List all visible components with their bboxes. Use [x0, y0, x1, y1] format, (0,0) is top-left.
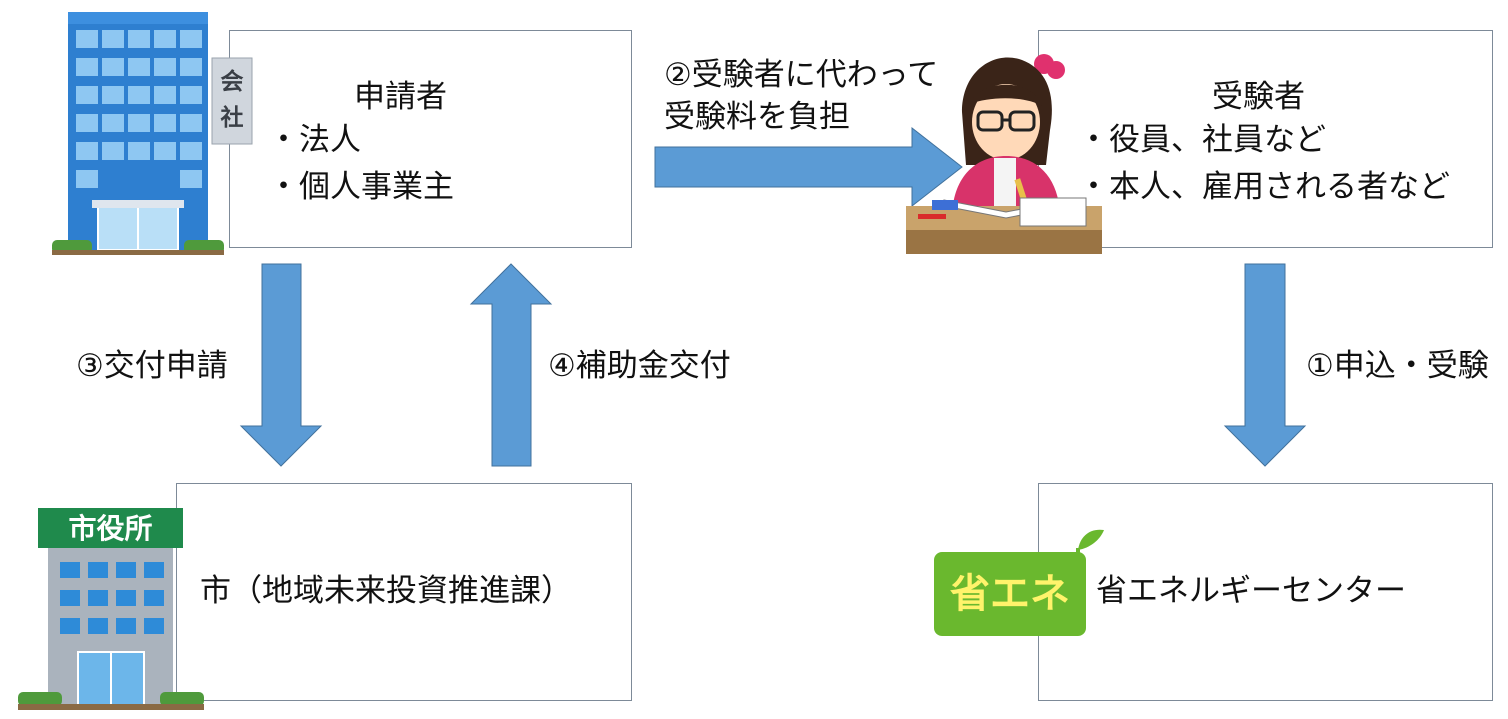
- energy-saving-logo-text: 省エネ: [950, 571, 1070, 617]
- examinee-box: [1038, 30, 1493, 248]
- center-label: 省エネルギーセンター: [1096, 573, 1406, 609]
- student-illustration-icon: [906, 54, 1102, 254]
- arrow-step3: [239, 263, 323, 467]
- city-label: 市（地域未来投資推進課）: [200, 573, 572, 609]
- flow-step2-line1: ②受験者に代わって: [664, 57, 939, 93]
- company-sign: 会 社: [217, 64, 247, 136]
- arrow-step1: [1223, 263, 1307, 467]
- flow-step4: ④補助金交付: [548, 348, 731, 384]
- applicant-box: [229, 30, 632, 248]
- city-hall-sign: 市役所: [68, 512, 153, 545]
- company-sign-char-1: 会: [220, 69, 244, 95]
- examinee-item-self: ・本人、雇用される者など: [1078, 169, 1450, 205]
- flow-step2-line2: 受験料を負担: [664, 99, 850, 135]
- examinee-item-officers: ・役員、社員など: [1078, 122, 1326, 158]
- flow-step3: ③交付申請: [76, 348, 228, 384]
- applicant-item-sole-proprietor: ・個人事業主: [268, 169, 454, 205]
- arrow-step4: [469, 263, 553, 467]
- applicant-title: 申請者: [354, 79, 447, 115]
- city-hall-building-icon: [18, 508, 204, 711]
- applicant-item-corporation: ・法人: [268, 122, 361, 158]
- flow-step1: ①申込・受験: [1306, 348, 1489, 384]
- city-box: [176, 483, 632, 701]
- energy-saving-logo-icon: [934, 529, 1104, 636]
- company-building-icon: [52, 12, 253, 255]
- arrow-step2: [654, 126, 963, 208]
- examinee-title: 受験者: [1212, 79, 1305, 115]
- company-sign-char-2: 社: [220, 105, 244, 131]
- center-box: [1038, 483, 1493, 701]
